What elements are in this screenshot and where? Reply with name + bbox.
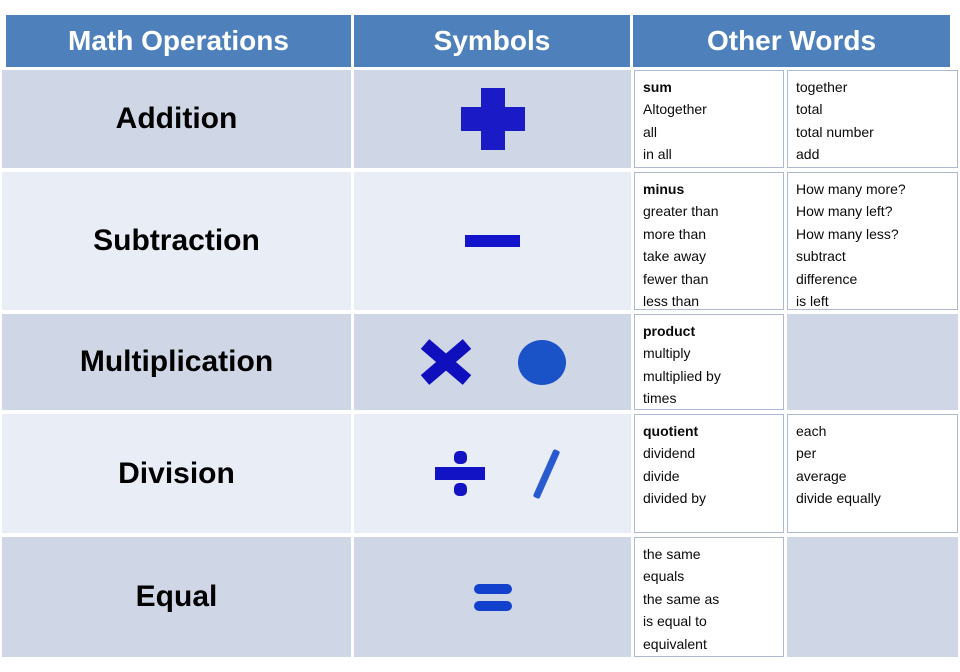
word-line: How many left? bbox=[796, 203, 893, 220]
word-line: dividend bbox=[643, 445, 696, 462]
header-cell-other-words: Other Words bbox=[633, 15, 950, 67]
plus-icon-horizontal-bar bbox=[460, 107, 525, 131]
word-line: times bbox=[643, 390, 677, 407]
header-cell-symbols: Symbols bbox=[354, 15, 630, 67]
other-words-cell: product multiply multiplied by times bbox=[634, 314, 958, 410]
word-box-left: the same equals the same as is equal to … bbox=[634, 537, 784, 657]
word-line: each bbox=[796, 423, 827, 439]
obelus-bar bbox=[435, 467, 485, 480]
multiplication-symbols bbox=[419, 338, 566, 386]
word-line: take away bbox=[643, 248, 707, 265]
word-line: the same bbox=[643, 546, 701, 562]
word-box-left: sum Altogether all in all bbox=[634, 70, 784, 168]
word-line: together bbox=[796, 79, 848, 95]
word-line: Altogether bbox=[643, 101, 707, 118]
word-line: less than bbox=[643, 293, 700, 310]
word-line: multiply bbox=[643, 345, 691, 362]
table-row-multiplication: Multiplication product multiply multipli… bbox=[2, 314, 958, 410]
word-box-left: minus greater than more than take away f… bbox=[634, 172, 784, 310]
word-box-right: together total total number add bbox=[787, 70, 958, 168]
equals-bottom-bar bbox=[473, 600, 512, 611]
obelus-top-dot bbox=[453, 451, 467, 464]
divide-slash-icon bbox=[532, 448, 561, 499]
operation-label: Addition bbox=[2, 70, 351, 168]
word-line: difference bbox=[796, 270, 858, 287]
word-line: subtract bbox=[796, 248, 846, 265]
operation-label: Equal bbox=[2, 537, 351, 657]
symbol-cell bbox=[354, 70, 631, 168]
word-line: divide equally bbox=[796, 490, 881, 507]
word-line: is equal to bbox=[643, 613, 707, 630]
word-line: the same as bbox=[643, 590, 720, 607]
word-line: in all bbox=[643, 146, 672, 163]
word-line: divide bbox=[643, 467, 680, 484]
word-line: fewer than bbox=[643, 270, 709, 287]
symbol-cell bbox=[354, 414, 631, 533]
multiply-x-icon bbox=[420, 339, 472, 385]
divide-obelus-icon bbox=[435, 451, 485, 496]
word-line: total bbox=[796, 101, 823, 118]
equals-icon bbox=[473, 583, 512, 611]
word-line: greater than bbox=[643, 203, 719, 220]
other-words-cell: sum Altogether all in all together total… bbox=[634, 70, 958, 168]
other-words-cell: the same equals the same as is equal to … bbox=[634, 537, 958, 657]
word-line: How many less? bbox=[796, 225, 899, 242]
table-row-addition: Addition sum Altogether all in all toget… bbox=[2, 70, 958, 168]
word-line: more than bbox=[643, 225, 707, 242]
symbol-cell bbox=[354, 172, 631, 310]
plus-icon bbox=[460, 88, 525, 150]
minus-icon bbox=[465, 235, 520, 247]
word-line: divided by bbox=[643, 490, 707, 507]
obelus-bottom-dot bbox=[453, 483, 467, 496]
table-header-row: Math Operations Symbols Other Words bbox=[6, 15, 950, 67]
multiply-dot-icon bbox=[518, 339, 566, 385]
word-line: all bbox=[643, 123, 658, 140]
equals-top-bar bbox=[473, 583, 512, 594]
operation-label: Division bbox=[2, 414, 351, 533]
operation-label: Subtraction bbox=[2, 172, 351, 310]
table-row-equal: Equal the same equals the same as is equ… bbox=[2, 537, 958, 657]
table-row-division: Division quotient dividend divide divide bbox=[2, 414, 958, 533]
word-line: quotient bbox=[643, 423, 699, 439]
table-row-subtraction: Subtraction minus greater than more than… bbox=[2, 172, 958, 310]
operation-label: Multiplication bbox=[2, 314, 351, 410]
word-box-right: each per average divide equally bbox=[787, 414, 958, 533]
word-box-left: product multiply multiplied by times bbox=[634, 314, 784, 410]
row-background-filler bbox=[787, 314, 958, 410]
word-line: multiplied by bbox=[643, 367, 721, 384]
word-line: How many more? bbox=[796, 181, 906, 197]
word-line: add bbox=[796, 146, 820, 163]
word-line: minus bbox=[643, 181, 685, 197]
word-line: per bbox=[796, 445, 817, 462]
word-box-left: quotient dividend divide divided by bbox=[634, 414, 784, 533]
division-symbols bbox=[435, 448, 561, 500]
word-line: sum bbox=[643, 79, 672, 95]
word-box-right: How many more? How many left? How many l… bbox=[787, 172, 958, 310]
row-background-filler bbox=[787, 537, 958, 657]
word-line: equals bbox=[643, 568, 685, 585]
word-line: equivalent bbox=[643, 635, 707, 652]
header-cell-math-operations: Math Operations bbox=[6, 15, 351, 67]
symbol-cell bbox=[354, 314, 631, 410]
word-line: total number bbox=[796, 123, 874, 140]
other-words-cell: minus greater than more than take away f… bbox=[634, 172, 958, 310]
table-body: Addition sum Altogether all in all toget… bbox=[2, 70, 958, 661]
word-line: is left bbox=[796, 293, 829, 310]
word-line: average bbox=[796, 467, 847, 484]
symbol-cell bbox=[354, 537, 631, 657]
word-line: product bbox=[643, 323, 696, 339]
other-words-cell: quotient dividend divide divided by each… bbox=[634, 414, 958, 533]
